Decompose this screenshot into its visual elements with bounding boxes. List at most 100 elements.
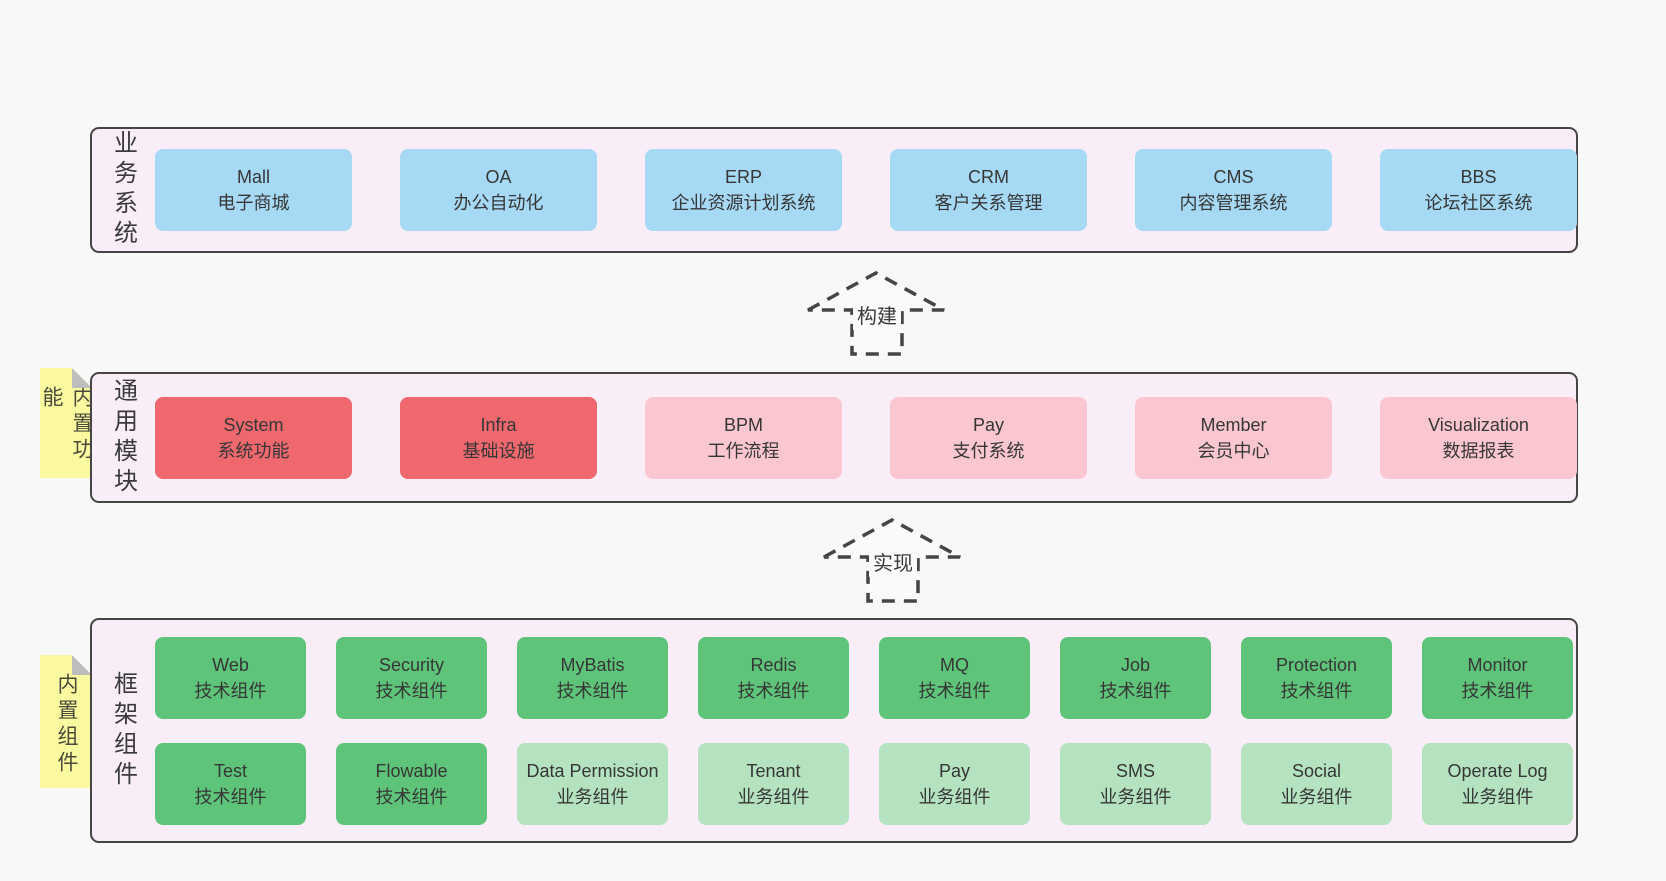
box-visualization: Visualization 数据报表 xyxy=(1380,396,1577,479)
box-title: CMS xyxy=(1213,167,1254,187)
build-arrow-icon: 构建 xyxy=(807,271,945,356)
box-mybatis: MyBatis 技术组件 xyxy=(517,636,668,719)
box-title: Pay xyxy=(938,760,971,781)
box-subtitle: 客户关系管理 xyxy=(934,193,1043,213)
sticky-note-label: 内置组件 xyxy=(55,673,78,777)
box-subtitle: 业务组件 xyxy=(1280,786,1353,807)
box-subtitle: 技术组件 xyxy=(1461,680,1534,701)
box-subtitle: 数据报表 xyxy=(1442,440,1515,461)
box-subtitle: 业务组件 xyxy=(918,786,991,807)
box-title: MyBatis xyxy=(560,654,625,675)
box-title: MQ xyxy=(940,654,969,675)
box-mall: Mall 电子商城 xyxy=(155,149,352,231)
box-protection: Protection 技术组件 xyxy=(1241,636,1392,719)
box-subtitle: 技术组件 xyxy=(194,680,267,701)
box-subtitle: 技术组件 xyxy=(1099,680,1172,701)
box-title: CRM xyxy=(968,167,1009,187)
box-subtitle: 技术组件 xyxy=(1280,680,1353,701)
box-subtitle: 业务组件 xyxy=(737,786,810,807)
box-member: Member 会员中心 xyxy=(1135,396,1332,479)
box-title: Monitor xyxy=(1467,654,1528,675)
box-pay: Pay 支付系统 xyxy=(890,396,1087,479)
box-subtitle: 电子商城 xyxy=(217,193,290,213)
box-title: Data Permission xyxy=(526,760,659,781)
box-title: Mall xyxy=(236,167,270,187)
band-business-systems: 业务系统 Mall 电子商城 OA 办公自动化 ERP 企业资源计划系统 CRM 客户关系管理… xyxy=(90,127,1578,253)
box-title: Member xyxy=(1200,414,1267,435)
folded-corner-icon xyxy=(72,655,92,675)
sticky-note-builtin-features: 内置功能 xyxy=(40,368,92,478)
box-title: BPM xyxy=(723,414,763,435)
box-title: Flowable xyxy=(375,760,448,781)
box-flowable: Flowable 技术组件 xyxy=(336,742,487,825)
box-title: Web xyxy=(212,654,249,675)
box-crm: CRM 客户关系管理 xyxy=(890,149,1087,231)
box-data-permission: Data Permission 业务组件 xyxy=(517,742,668,825)
band-side-label: 框架组件 xyxy=(109,670,137,791)
box-subtitle: 技术组件 xyxy=(375,680,448,701)
box-subtitle: 办公自动化 xyxy=(453,193,544,213)
box-title: BBS xyxy=(1460,167,1497,187)
box-subtitle: 业务组件 xyxy=(1461,786,1534,807)
box-title: Test xyxy=(213,760,247,781)
box-subtitle: 技术组件 xyxy=(737,680,810,701)
box-oa: OA 办公自动化 xyxy=(400,149,597,231)
box-subtitle: 基础设施 xyxy=(462,440,535,461)
band-side-label: 通用模块 xyxy=(109,377,137,498)
box-infra: Infra 基础设施 xyxy=(400,396,597,479)
box-title: Tenant xyxy=(746,760,801,781)
box-title: OA xyxy=(485,167,512,187)
box-bpm: BPM 工作流程 xyxy=(645,396,842,479)
box-web: Web 技术组件 xyxy=(155,636,306,719)
box-subtitle: 企业资源计划系统 xyxy=(671,193,816,213)
box-title: Security xyxy=(378,654,445,675)
box-bbs: BBS 论坛社区系统 xyxy=(1380,149,1577,231)
box-subtitle: 论坛社区系统 xyxy=(1424,193,1533,213)
box-subtitle: 业务组件 xyxy=(1099,786,1172,807)
box-subtitle: 会员中心 xyxy=(1197,440,1270,461)
box-subtitle: 内容管理系统 xyxy=(1179,193,1288,213)
sticky-note-builtin-components: 内置组件 xyxy=(40,655,92,788)
box-redis: Redis 技术组件 xyxy=(698,636,849,719)
folded-corner-icon xyxy=(72,368,92,388)
box-subtitle: 技术组件 xyxy=(375,786,448,807)
box-title: ERP xyxy=(724,167,762,187)
box-title: Job xyxy=(1120,654,1151,675)
box-subtitle: 系统功能 xyxy=(217,440,290,461)
box-security: Security 技术组件 xyxy=(336,636,487,719)
box-title: Protection xyxy=(1275,654,1358,675)
box-subtitle: 业务组件 xyxy=(556,786,629,807)
box-subtitle: 支付系统 xyxy=(952,440,1025,461)
box-title: Pay xyxy=(972,414,1005,435)
box-subtitle: 技术组件 xyxy=(918,680,991,701)
box-test: Test 技术组件 xyxy=(155,742,306,825)
box-subtitle: 技术组件 xyxy=(556,680,629,701)
box-title: Redis xyxy=(750,654,797,675)
box-cms: CMS 内容管理系统 xyxy=(1135,149,1332,231)
box-title: SMS xyxy=(1115,760,1155,781)
box-mq: MQ 技术组件 xyxy=(879,636,1030,719)
sticky-note-label: 内置功能 xyxy=(40,386,93,464)
box-subtitle: 技术组件 xyxy=(194,786,267,807)
box-tenant: Tenant 业务组件 xyxy=(698,742,849,825)
implement-arrow-label: 实现 xyxy=(873,552,913,575)
box-erp: ERP 企业资源计划系统 xyxy=(645,149,842,231)
box-pay: Pay 业务组件 xyxy=(879,742,1030,825)
build-arrow-label: 构建 xyxy=(857,305,897,328)
band-side-label: 业务系统 xyxy=(109,130,137,250)
box-job: Job 技术组件 xyxy=(1060,636,1211,719)
box-monitor: Monitor 技术组件 xyxy=(1422,636,1573,719)
implement-arrow-icon: 实现 xyxy=(823,518,961,603)
box-subtitle: 工作流程 xyxy=(707,440,780,461)
box-title: Visualization xyxy=(1428,414,1529,435)
box-title: Infra xyxy=(480,414,517,435)
